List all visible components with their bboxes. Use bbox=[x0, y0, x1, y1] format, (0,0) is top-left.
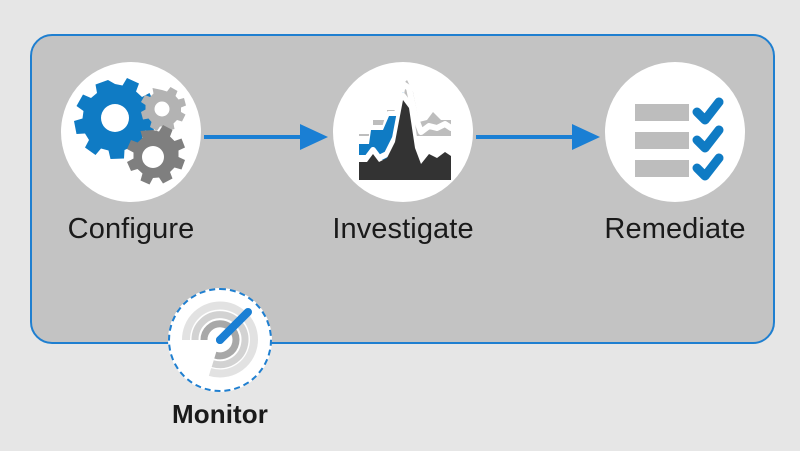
node-remediate-disc bbox=[605, 62, 745, 202]
node-remediate-label: Remediate bbox=[604, 213, 746, 245]
gears-icon bbox=[74, 78, 186, 185]
node-remediate[interactable]: Remediate bbox=[600, 62, 750, 246]
arrow-investigate-to-remediate bbox=[476, 122, 600, 152]
node-investigate[interactable]: Investigate bbox=[328, 62, 478, 246]
node-monitor[interactable]: Monitor bbox=[145, 288, 295, 429]
node-investigate-disc bbox=[333, 62, 473, 202]
area-chart-icon bbox=[356, 80, 454, 180]
node-monitor-disc bbox=[168, 288, 272, 392]
radar-gauge-icon bbox=[181, 301, 258, 378]
node-configure-disc bbox=[61, 62, 201, 202]
node-configure[interactable]: Configure bbox=[56, 62, 206, 246]
node-monitor-label: Monitor bbox=[171, 399, 268, 429]
arrow-configure-to-investigate bbox=[204, 122, 328, 152]
node-investigate-label: Investigate bbox=[332, 213, 474, 245]
node-configure-label: Configure bbox=[67, 213, 195, 245]
checklist-icon bbox=[635, 97, 724, 181]
